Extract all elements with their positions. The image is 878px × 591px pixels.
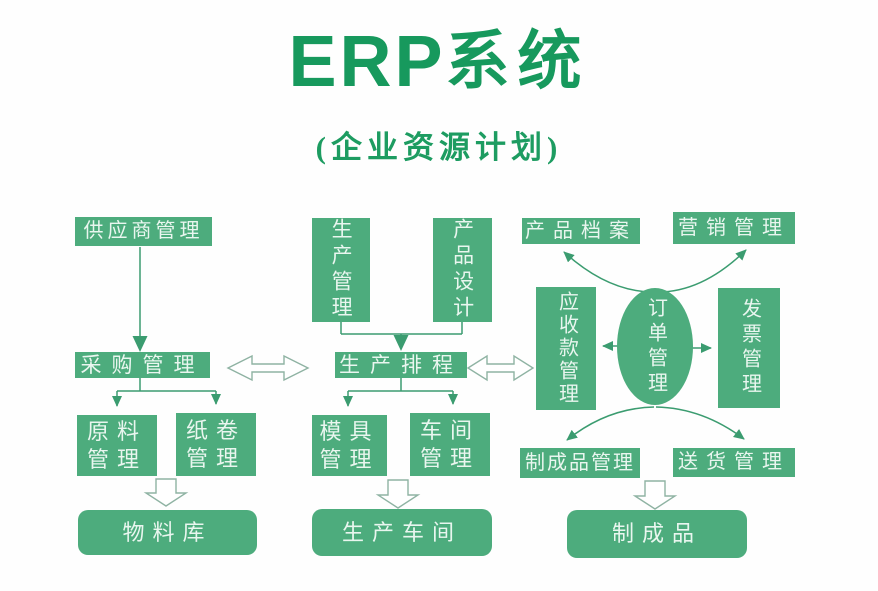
node-production-management: 生产管理 — [312, 218, 370, 322]
node-finished-goods-management: 制成品管理 — [520, 448, 640, 478]
node-mold-management: 模具 管理 — [312, 415, 387, 476]
node-paper-roll-management: 纸卷 管理 — [176, 413, 256, 476]
node-finished-products: 制成品 — [567, 510, 747, 558]
node-receivables-management: 应收款管理 — [536, 287, 596, 410]
arrow-order-to-delivery — [655, 406, 745, 440]
node-production-scheduling: 生产排程 — [335, 352, 467, 378]
block-arrow-to-warehouse — [143, 478, 189, 507]
node-workshop-management: 车间 管理 — [410, 413, 490, 476]
node-order-management: 订单管理 — [617, 288, 693, 405]
node-material-warehouse: 物料库 — [78, 510, 257, 555]
page-subtitle: (企业资源计划) — [315, 130, 563, 165]
node-supplier-management: 供应商管理 — [75, 217, 212, 246]
node-invoice-management: 发票管理 — [718, 288, 780, 408]
node-product-design: 产品设计 — [433, 218, 492, 322]
node-production-workshop: 生产车间 — [312, 509, 492, 556]
connector-scheduling-split — [348, 378, 453, 392]
block-arrow-to-finished-goods — [632, 480, 678, 510]
node-marketing-management: 营销管理 — [673, 212, 795, 244]
node-purchasing-management: 采购管理 — [75, 352, 210, 378]
node-delivery-management: 送货管理 — [673, 448, 795, 477]
node-product-archive: 产品档案 — [522, 218, 640, 244]
node-raw-material-management: 原料 管理 — [77, 415, 157, 476]
double-arrow-purchasing-scheduling — [226, 354, 310, 382]
arrow-order-to-marketing — [655, 249, 747, 293]
connector-purchasing-split — [117, 378, 216, 392]
block-arrow-to-prod-workshop — [375, 479, 421, 509]
connector-merge-to-scheduling — [340, 322, 463, 335]
title-latin: ERP — [288, 22, 446, 102]
double-arrow-scheduling-receivables — [466, 354, 535, 382]
title-cjk: 系统 — [445, 26, 590, 97]
arrow-order-to-finished-mgmt — [566, 406, 655, 441]
page-title: ERP系统 — [0, 26, 878, 98]
